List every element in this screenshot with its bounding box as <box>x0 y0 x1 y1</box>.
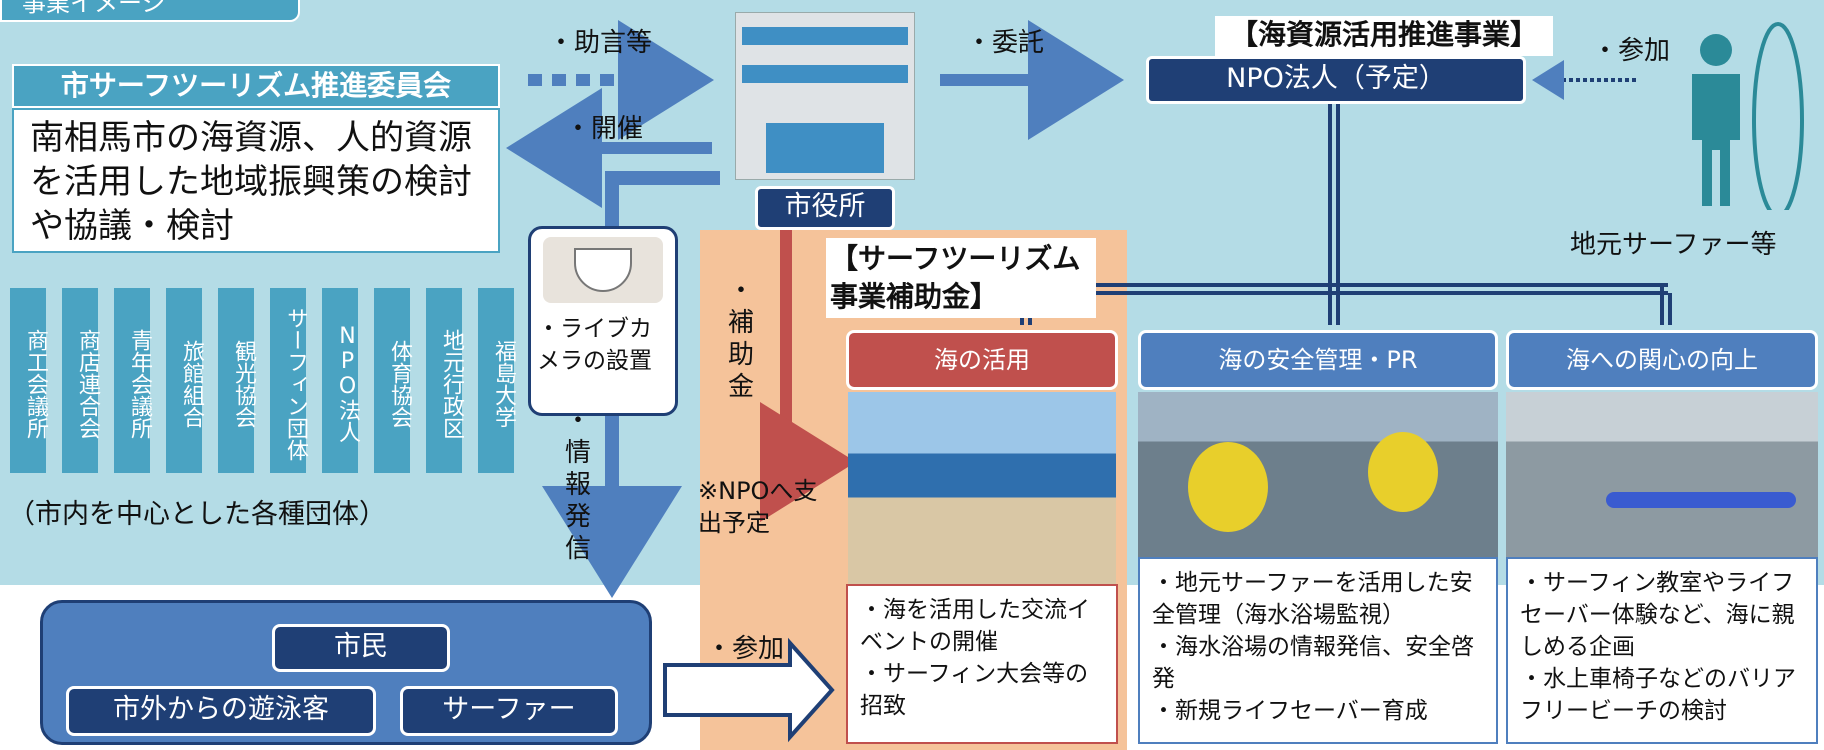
group-column: NPO法人 <box>322 288 360 473</box>
panel-desc-safety: ・地元サーファーを活用した安全管理（海水浴場監視） ・海水浴場の情報発信、安全啓発… <box>1138 557 1498 744</box>
surfboard-icon <box>1606 492 1796 508</box>
surf-lesson-photo <box>1506 392 1818 557</box>
panel-title-use: 海の活用 <box>846 330 1118 390</box>
consign-label: ・委託 <box>966 28 1045 58</box>
group-column: 福島大学 <box>478 288 516 473</box>
group-column: 商工会議所 <box>10 288 48 473</box>
group-column: 体育協会 <box>374 288 412 473</box>
beach-photo <box>848 392 1116 584</box>
citizens-box: 市民 <box>272 624 450 672</box>
group-column: 商店連合会 <box>62 288 100 473</box>
subsidy-title: 【サーフツーリズム事業補助金】 <box>826 238 1096 318</box>
desc-line: ・水上車椅子などのバリアフリービーチの検討 <box>1520 666 1796 724</box>
npo-box: NPO法人（予定） <box>1146 56 1526 104</box>
npo-section-title: 【海資源活用推進事業】 <box>1215 16 1553 56</box>
panel-connector <box>1020 283 1672 325</box>
npo-note: ※NPOへ支出予定 <box>698 477 818 537</box>
join-top-label: ・参加 <box>1592 36 1671 66</box>
desc-line: ・地元サーファーを活用した安全管理（海水浴場監視） <box>1152 570 1473 628</box>
visitors-box: 市外からの遊泳客 <box>66 686 376 736</box>
info-arrow <box>542 171 720 598</box>
group-column: 青年会議所 <box>114 288 152 473</box>
info-label: ・情報発信 <box>565 406 592 564</box>
desc-line: ・海を活用した交流イベントの開催 <box>860 597 1090 655</box>
city-hall-icon <box>735 12 915 180</box>
group-column: 旅館組合 <box>166 288 204 473</box>
npo-connector <box>1328 100 1340 325</box>
committee-title: 市サーフツーリズム推進委員会 <box>12 64 500 108</box>
advice-label: ・助言等 <box>548 28 653 58</box>
join-bottom-arrow <box>663 637 835 743</box>
panel-desc-use: ・海を活用した交流イベントの開催・サーフィン大会等の招致 <box>846 584 1118 744</box>
subsidy-arrow <box>760 230 856 522</box>
camera-label: ・ライブカメラの設置 <box>537 316 652 374</box>
panel-title-interest: 海への関心の向上 <box>1506 330 1818 390</box>
camera-icon <box>543 237 663 303</box>
buoy-icon <box>1368 432 1438 512</box>
surfer-icon <box>1692 22 1804 210</box>
desc-line: ・新規ライフセーバー育成 <box>1152 698 1428 724</box>
group-column: 観光協会 <box>218 288 256 473</box>
surfer-label: 地元サーファー等 <box>1570 230 1777 260</box>
groups-row: 商工会議所商店連合会青年会議所旅館組合観光協会サーフィン団体 NPO法人体育協会地… <box>10 288 516 473</box>
panel-title-safety: 海の安全管理・PR <box>1138 330 1498 390</box>
subsidy-label: ・補助金 <box>728 276 755 402</box>
group-column: 地元行政区 <box>426 288 464 473</box>
panel-desc-interest: ・サーフィン教室やライフセーバー体験など、海に親しめる企画・水上車椅子などのバリ… <box>1506 557 1818 744</box>
title-tag: 事業イメージ <box>0 0 300 22</box>
lifeguard-photo <box>1138 392 1498 557</box>
desc-line: ・サーフィン教室やライフセーバー体験など、海に親しめる企画 <box>1520 570 1795 660</box>
city-hall-label: 市役所 <box>755 186 895 230</box>
join-bottom-label: ・参加 <box>706 634 785 664</box>
hold-label: ・開催 <box>565 114 644 144</box>
camera-box: ・ライブカメラの設置 <box>528 226 678 416</box>
desc-line: ・海水浴場の情報発信、安全啓発 <box>1152 634 1474 692</box>
surfers-box: サーファー <box>400 686 618 736</box>
buoy-icon <box>1188 442 1268 532</box>
group-column: サーフィン団体 <box>270 288 308 473</box>
desc-line: ・サーフィン大会等の招致 <box>860 661 1089 719</box>
committee-body: 南相馬市の海資源、人的資源を活用した地域振興策の検討や協議・検討 <box>12 108 500 253</box>
groups-caption: （市内を中心とした各種団体） <box>8 499 386 530</box>
